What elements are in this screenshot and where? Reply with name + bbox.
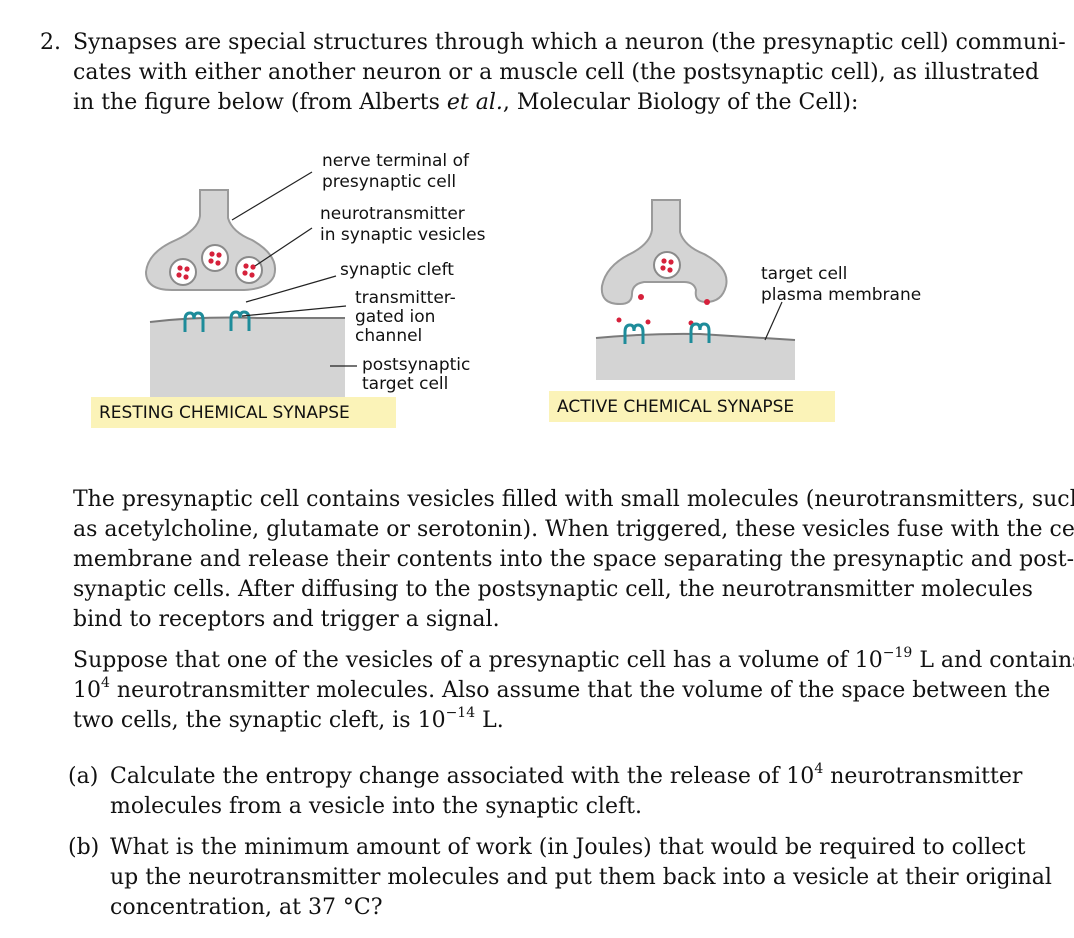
paragraph-line: synaptic cells. After diffusing to the p…: [73, 577, 1033, 602]
vesicle: [201, 244, 229, 272]
intro-line: cates with either another neuron or a mu…: [73, 60, 1040, 85]
problem-number: 2.: [40, 30, 61, 55]
intro-paragraph: Synapses are special structures through …: [73, 28, 1066, 118]
label-target-membrane: plasma membrane: [761, 285, 921, 305]
label-synaptic-cleft: synaptic cleft: [340, 260, 454, 280]
item-label: (b): [68, 835, 100, 860]
et-al-italic: et al.: [446, 90, 503, 115]
label-neurotransmitter: neurotransmitter: [320, 204, 465, 224]
item-line: What is the minimum amount of work (in J…: [110, 835, 1026, 860]
intro-line: Synapses are special structures through …: [73, 30, 1066, 55]
item-line: molecules from a vesicle into the synapt…: [110, 794, 642, 819]
question-a: (a) Calculate the entropy change associa…: [68, 762, 1022, 819]
item-label: (a): [68, 764, 99, 789]
item-line: concentration, at 37 °C?: [110, 895, 383, 920]
resting-synapse: [144, 171, 357, 400]
paragraph-line: 104 neurotransmitter molecules. Also ass…: [73, 674, 1051, 703]
label-nerve-terminal: nerve terminal of: [322, 151, 470, 171]
label-ion-channel: gated ion: [355, 307, 435, 327]
description-paragraph: The presynaptic cell contains vesicles f…: [73, 485, 1074, 635]
label-postsynaptic: postsynaptic: [362, 355, 470, 375]
label-ion-channel: channel: [355, 326, 422, 346]
vesicle: [653, 251, 681, 279]
question-b: (b) What is the minimum amount of work (…: [68, 833, 1052, 920]
label-neurotransmitter: in synaptic vesicles: [320, 225, 486, 245]
paragraph-line: bind to receptors and trigger a signal.: [73, 607, 500, 632]
label-nerve-terminal: presynaptic cell: [322, 172, 456, 192]
caption-resting: RESTING CHEMICAL SYNAPSE: [91, 397, 396, 428]
paragraph-line: as acetylcholine, glutamate or serotonin…: [73, 517, 1074, 542]
synapse-figure: nerve terminal of presynaptic cell neuro…: [144, 151, 921, 400]
paragraph-line: Suppose that one of the vesicles of a pr…: [73, 644, 1074, 673]
caption-active: ACTIVE CHEMICAL SYNAPSE: [549, 391, 835, 422]
item-line: Calculate the entropy change associated …: [110, 760, 1023, 789]
assumption-paragraph: Suppose that one of the vesicles of a pr…: [73, 644, 1074, 736]
intro-line: in the figure below (from Alberts et al.…: [73, 90, 859, 115]
item-line: up the neurotransmitter molecules and pu…: [110, 865, 1052, 890]
label-target-membrane: target cell: [761, 264, 847, 284]
paragraph-line: membrane and release their contents into…: [73, 547, 1074, 572]
active-synapse: [595, 199, 796, 380]
vesicle: [235, 256, 263, 284]
label-postsynaptic: target cell: [362, 374, 448, 394]
paragraph-line: The presynaptic cell contains vesicles f…: [73, 487, 1074, 512]
paragraph-line: two cells, the synaptic cleft, is 10−14 …: [73, 704, 504, 733]
label-ion-channel: transmitter-: [355, 288, 456, 308]
vesicle: [169, 258, 197, 286]
